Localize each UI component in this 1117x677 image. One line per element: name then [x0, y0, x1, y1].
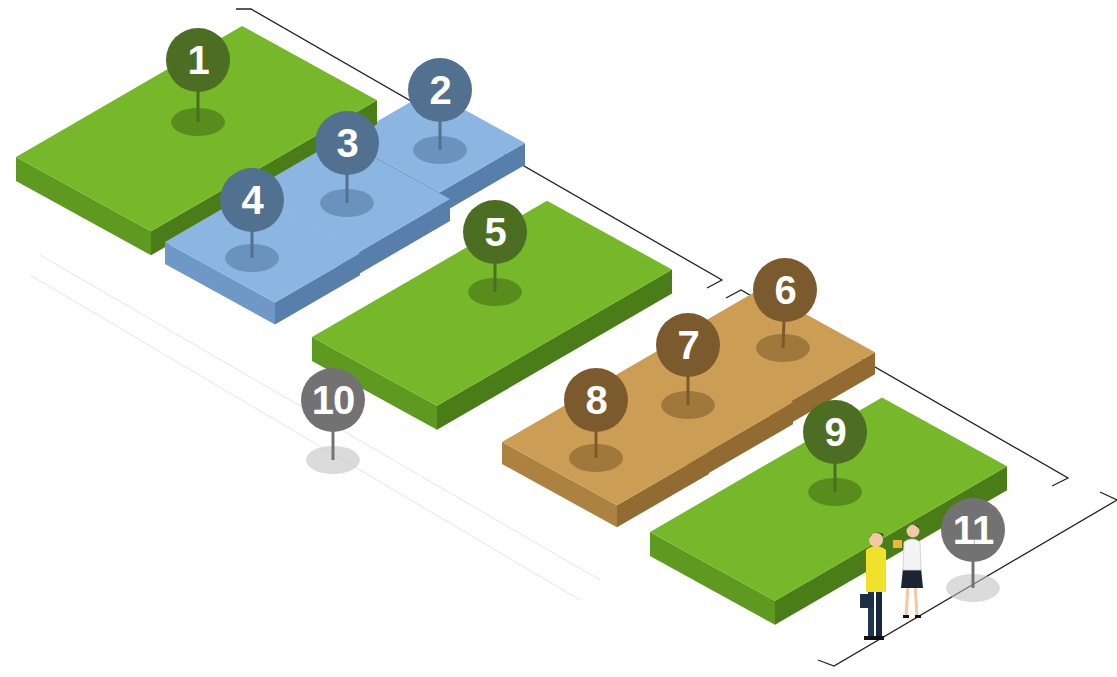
man-hair: [869, 532, 884, 538]
callout-number: 5: [484, 212, 505, 252]
callout-number: 3: [336, 123, 357, 163]
man-leg: [876, 588, 882, 638]
callout-number: 8: [585, 380, 606, 420]
callout-pin: 7: [656, 313, 720, 377]
callout-number: 4: [241, 180, 262, 220]
callout-pin: 8: [564, 368, 628, 432]
woman-skirt: [901, 568, 923, 588]
callout-number: 10: [312, 380, 355, 420]
woman-leg: [915, 584, 917, 616]
callout-pin: 3: [315, 111, 379, 175]
callout-pin: 11: [941, 498, 1005, 562]
callout-pin: 2: [408, 58, 472, 122]
man-head: [869, 533, 883, 547]
woman-leg: [906, 584, 908, 616]
woman-hair: [906, 525, 920, 530]
shoe: [864, 636, 874, 640]
shoe: [874, 636, 884, 640]
callout-number: 1: [187, 40, 208, 80]
shoe: [903, 615, 909, 618]
callout-number: 6: [774, 270, 795, 310]
callout-pin: 5: [463, 200, 527, 264]
callout-number: 11: [953, 510, 993, 550]
site-block: [650, 397, 1007, 624]
callout-pin: 1: [166, 28, 230, 92]
callout-number: 7: [677, 325, 698, 365]
briefcase: [860, 594, 874, 608]
man-shirt: [866, 546, 886, 592]
people-figures: [860, 525, 923, 641]
woman-blouse: [903, 539, 921, 570]
callout-pin: 10: [301, 368, 365, 432]
shoe: [915, 615, 921, 618]
callout-pin: 9: [803, 400, 867, 464]
callout-number: 2: [429, 70, 450, 110]
woman-head: [907, 525, 920, 538]
block-top: [650, 397, 1007, 600]
callout-pin: 6: [753, 258, 817, 322]
callout-number: 9: [824, 412, 845, 452]
callout-pin: 4: [220, 168, 284, 232]
tablet: [893, 540, 902, 548]
